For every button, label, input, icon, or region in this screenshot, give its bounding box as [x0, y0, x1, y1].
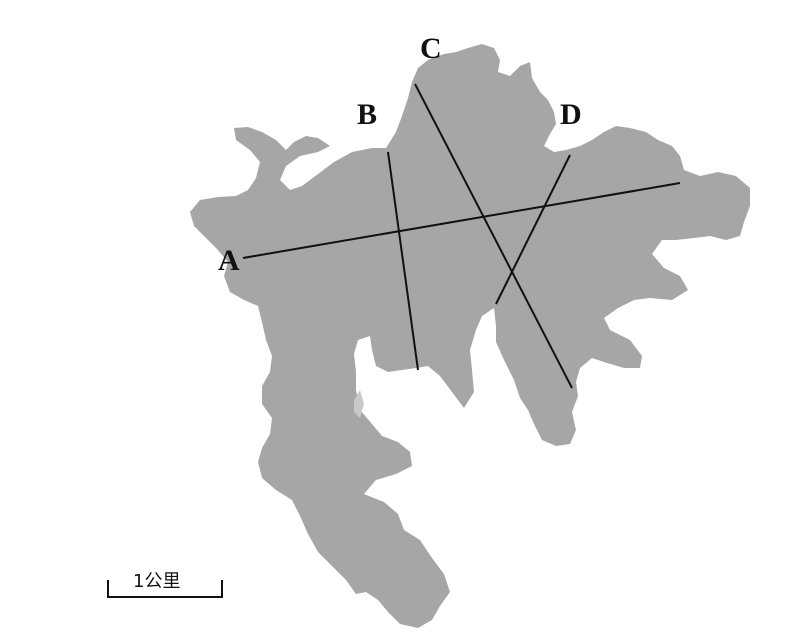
- transect-line-c: [414, 83, 573, 389]
- land-area: [190, 44, 750, 628]
- scale-bar: [107, 580, 223, 598]
- label-c: C: [420, 32, 442, 65]
- scale-bar-line: [107, 580, 223, 598]
- label-a: A: [218, 244, 240, 277]
- bay-notch: [354, 390, 364, 418]
- transect-line-a: [242, 182, 681, 259]
- transect-line-b: [387, 151, 419, 371]
- label-b: B: [357, 98, 377, 131]
- label-d: D: [560, 98, 582, 131]
- transect-line-d: [495, 154, 571, 305]
- transect-lines: [242, 83, 681, 389]
- scale-bar-label: 1公里: [133, 571, 180, 592]
